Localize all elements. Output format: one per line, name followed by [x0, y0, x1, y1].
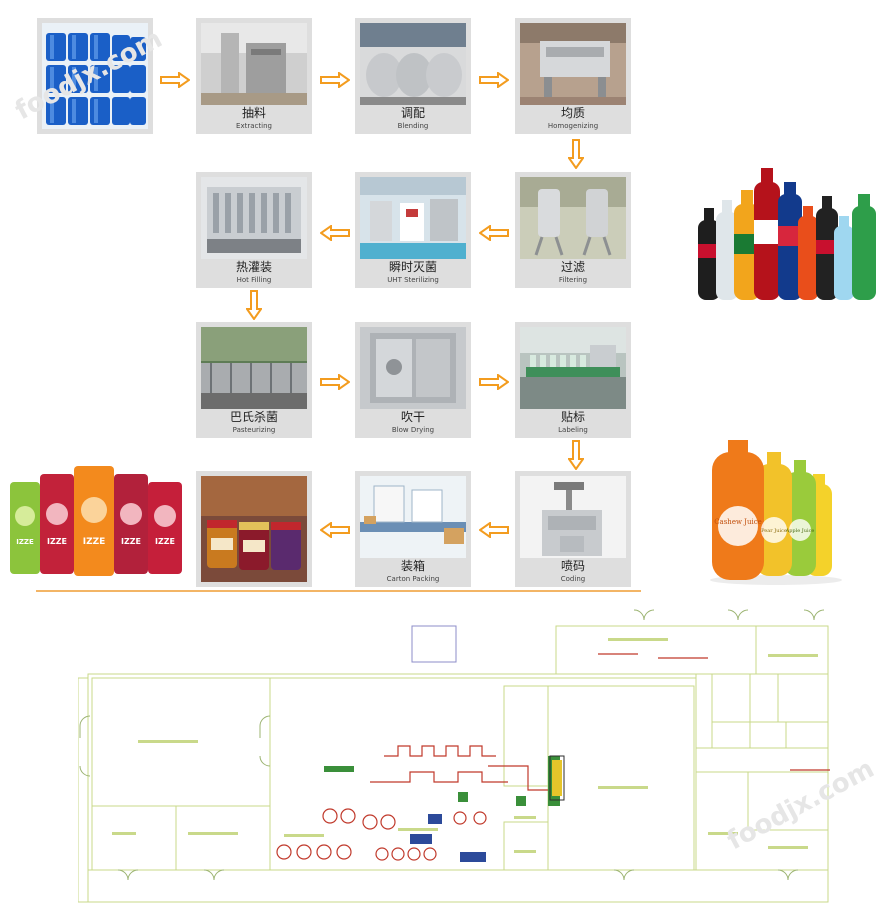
arrow-right-icon [160, 72, 190, 88]
step-label-en: Blow Drying [391, 426, 435, 434]
step-blow-drying: 吹干 Blow Drying [355, 322, 471, 438]
step-label-en: Pasteurizing [232, 426, 276, 434]
step-blending: 调配 Blending [355, 18, 471, 134]
step-hot-filling: 热灌装 Hot Filling [196, 172, 312, 288]
arrow-left-icon [320, 522, 350, 538]
juice-label-pear: Pear Juice [761, 528, 787, 534]
step-label-en: Carton Packing [386, 575, 440, 583]
step-label-zh: 均质 [560, 106, 585, 120]
hot-filling-photo [201, 177, 307, 259]
can-brand: IZZE [121, 537, 141, 546]
labeling-photo [520, 327, 626, 409]
step-label-en: Labeling [558, 426, 588, 434]
juice-bottles-image: Cashew Juice Pear Juice Apple Juice [706, 438, 846, 586]
step-label-en: Extracting [236, 122, 272, 130]
step-label-zh: 喷码 [560, 559, 585, 573]
blue-drums-photo [42, 23, 148, 129]
soda-bottles-image [694, 160, 880, 304]
juice-label-apple: Apple Juice [785, 528, 815, 534]
extracting-photo [201, 23, 307, 105]
step-jam-jars [196, 471, 312, 587]
step-pasteurizing: 巴氏杀菌 Pasteurizing [196, 322, 312, 438]
section-divider [36, 590, 641, 592]
uht-photo [360, 177, 466, 259]
arrow-left-icon [320, 225, 350, 241]
arrow-left-icon [479, 522, 509, 538]
step-label-zh: 热灌装 [235, 260, 272, 274]
arrow-down-icon [246, 290, 262, 320]
step-label-zh: 装箱 [400, 559, 425, 573]
step-labeling: 贴标 Labeling [515, 322, 631, 438]
factory-floor-plan [78, 609, 830, 903]
step-raw-material [37, 18, 153, 134]
step-label-zh: 吹干 [400, 410, 425, 424]
step-label-en: Coding [560, 575, 586, 583]
step-homogenizing: 均质 Homogenizing [515, 18, 631, 134]
filtering-photo [520, 177, 626, 259]
arrow-right-icon [320, 374, 350, 390]
izze-cans-image: IZZE IZZE IZZE IZZE IZZE [6, 464, 192, 580]
step-label-en: Filtering [558, 276, 588, 284]
blow-drying-photo [360, 327, 466, 409]
can-brand: IZZE [83, 537, 106, 547]
carton-packing-photo [360, 476, 466, 558]
step-extracting: 抽料 Extracting [196, 18, 312, 134]
can-brand: IZZE [47, 537, 67, 546]
step-label-zh: 调配 [400, 106, 425, 120]
juice-label-cashew: Cashew Juice [714, 518, 762, 526]
step-coding: 喷码 Coding [515, 471, 631, 587]
arrow-left-icon [479, 225, 509, 241]
arrow-right-icon [479, 72, 509, 88]
step-carton-packing: 装箱 Carton Packing [355, 471, 471, 587]
homogenizing-photo [520, 23, 626, 105]
blending-photo [360, 23, 466, 105]
jam-jars-photo [201, 476, 307, 582]
arrow-down-icon [568, 440, 584, 470]
step-label-zh: 巴氏杀菌 [229, 410, 278, 424]
step-label-zh: 瞬时灭菌 [388, 260, 437, 274]
can-brand: IZZE [16, 538, 34, 546]
can-brand: IZZE [155, 537, 175, 546]
step-label-en: Blending [397, 122, 429, 130]
step-label-en: UHT Sterilizing [387, 276, 439, 284]
step-uht-sterilizing: 瞬时灭菌 UHT Sterilizing [355, 172, 471, 288]
step-label-en: Hot Filling [236, 276, 272, 284]
pasteurizing-photo [201, 327, 307, 409]
coding-photo [520, 476, 626, 558]
arrow-right-icon [320, 72, 350, 88]
step-label-zh: 抽料 [241, 106, 266, 120]
step-label-zh: 贴标 [560, 410, 585, 424]
arrow-right-icon [479, 374, 509, 390]
arrow-down-icon [568, 139, 584, 169]
step-label-en: Homogenizing [547, 122, 599, 130]
step-filtering: 过滤 Filtering [515, 172, 631, 288]
step-label-zh: 过滤 [560, 260, 585, 274]
